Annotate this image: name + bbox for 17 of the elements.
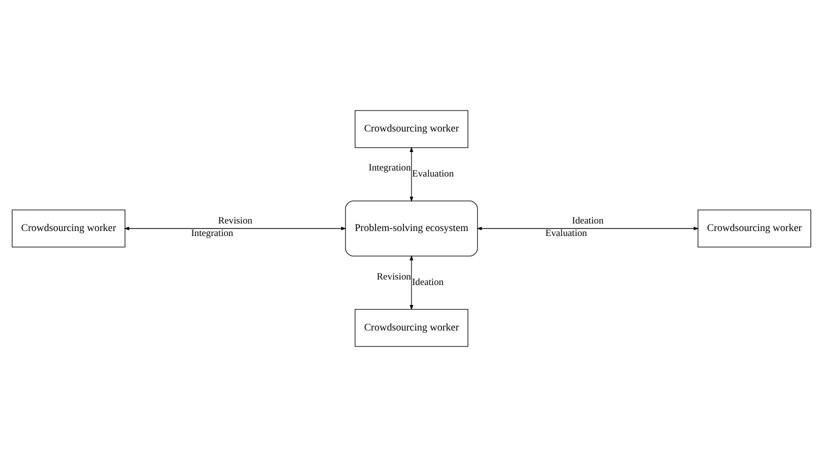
edge-label: Ideation <box>412 276 444 288</box>
edge-label: Evaluation <box>412 168 454 180</box>
arrow <box>409 255 413 310</box>
arrow <box>124 226 346 230</box>
node-box: Crowdsourcing worker <box>354 110 468 148</box>
node-box: Crowdsourcing worker <box>697 210 811 248</box>
node-box: Crowdsourcing worker <box>11 210 125 248</box>
label: Integration <box>368 162 410 174</box>
arrow <box>476 226 698 230</box>
node-box: Crowdsourcing worker <box>354 308 468 347</box>
label: Revision <box>376 272 410 283</box>
arrow <box>409 146 413 202</box>
node-box: Problem-solving ecosystem <box>344 200 478 256</box>
edge-label: Ideation <box>572 215 604 226</box>
label: Integration <box>190 228 233 240</box>
label: Evaluation <box>544 228 586 240</box>
edge-label: Revision <box>218 215 252 226</box>
